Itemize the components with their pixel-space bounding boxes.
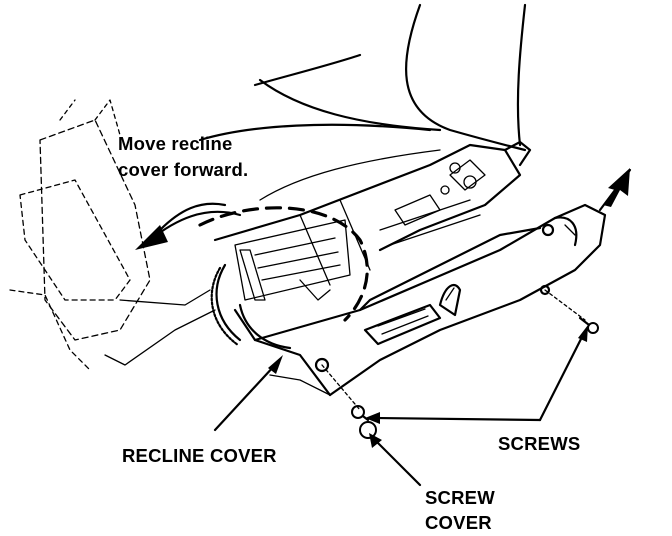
move-recline-label-line2: cover forward. <box>118 159 248 180</box>
screws-group <box>314 284 599 439</box>
seat-frame <box>213 140 532 286</box>
leader-lines <box>213 325 588 487</box>
recline-mechanism-hidden <box>198 206 369 322</box>
recline-cover-label: RECLINE COVER <box>122 445 277 466</box>
seat-cushion <box>198 3 527 201</box>
side-trim-panel <box>253 203 607 397</box>
move-forward-arrow <box>135 202 242 250</box>
move-recline-label-line1: Move recline <box>118 133 232 154</box>
screw-hole-front <box>314 357 330 373</box>
screw-cover-label-line1: SCREW <box>425 487 495 508</box>
screw-hole-rear <box>539 284 551 296</box>
screws-label: SCREWS <box>498 433 580 454</box>
recline-cover <box>210 263 332 397</box>
screw-cover-label-line2: COVER <box>425 512 492 533</box>
seat-back <box>9 99 216 371</box>
direction-arrow-icon <box>598 168 632 212</box>
screw-cover-icon <box>359 421 377 439</box>
